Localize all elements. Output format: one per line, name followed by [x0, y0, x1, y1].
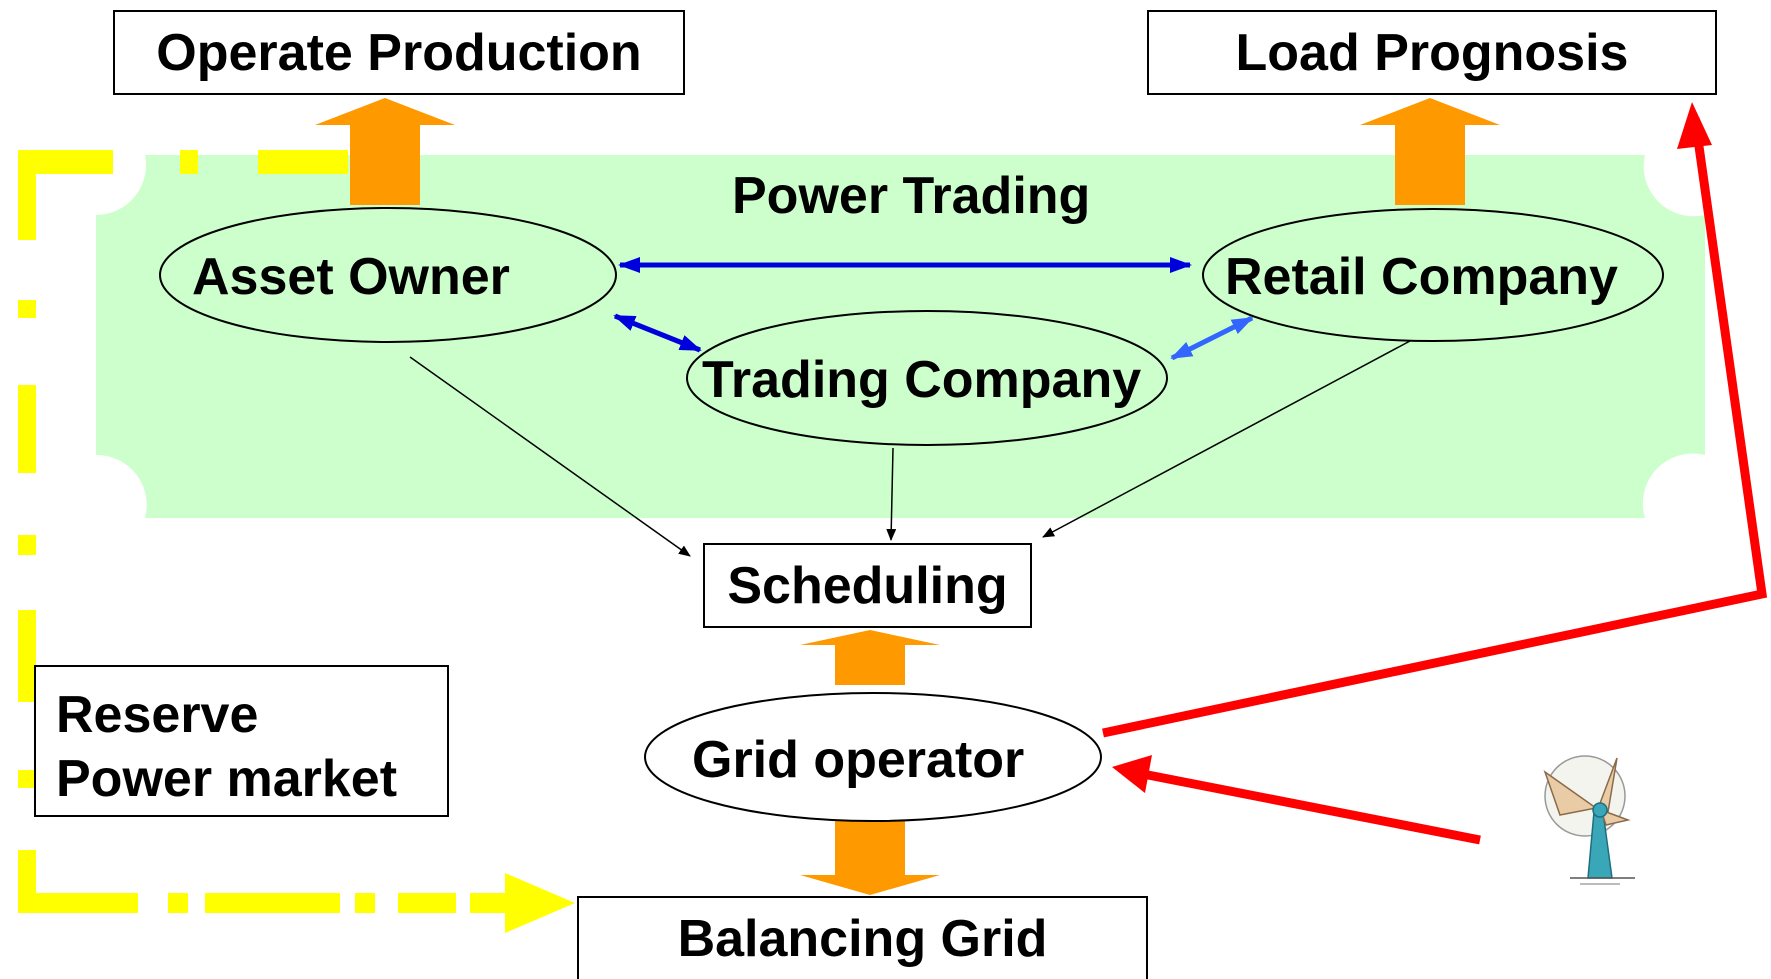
trading-company-node	[686, 310, 1168, 446]
power-trading-area	[96, 155, 1705, 518]
load-prognosis-box: Load Prognosis	[1147, 10, 1717, 95]
grid-to-prognosis-arrow	[1102, 117, 1768, 738]
operate-production-box: Operate Production	[113, 10, 685, 95]
grid-to-prognosis-arrowhead	[1677, 102, 1712, 149]
asset-trading-link	[613, 313, 702, 353]
wind-to-grid-arrowhead	[1112, 755, 1152, 793]
asset-to-scheduling-arrow	[409, 356, 691, 557]
retail-company-label: Retail Company	[1225, 248, 1618, 306]
load-prognosis-arrow	[1360, 98, 1500, 205]
trading-retail-link	[1170, 315, 1254, 361]
power-trading-title: Power Trading	[732, 167, 1091, 225]
grid-operator-node	[644, 692, 1102, 822]
retail-to-scheduling-arrow	[1042, 340, 1411, 538]
reserve-label-line2: Power market	[56, 750, 398, 808]
operate-production-arrow	[315, 98, 455, 205]
trading-to-scheduling-arrow	[886, 447, 897, 541]
wind-turbine-icon	[1543, 755, 1635, 885]
balancing-grid-box: Balancing Grid	[577, 896, 1148, 979]
retail-company-node	[1202, 208, 1664, 342]
reserve-market-boundary	[18, 150, 575, 933]
scheduling-box: Scheduling	[703, 543, 1032, 628]
grid-operator-label: Grid operator	[692, 731, 1025, 789]
balancing-grid-arrow	[800, 820, 940, 895]
reserve-label-line1: Reserve	[56, 686, 259, 744]
asset-owner-label: Asset Owner	[192, 248, 510, 306]
orange-arrows	[315, 98, 1500, 895]
scheduling-arrow	[800, 630, 940, 685]
wind-to-grid-arrow	[1147, 770, 1481, 845]
trading-company-label: Trading Company	[702, 351, 1142, 409]
asset-owner-node	[159, 207, 617, 343]
reserve-power-market-box: Reserve Power market	[34, 665, 449, 817]
